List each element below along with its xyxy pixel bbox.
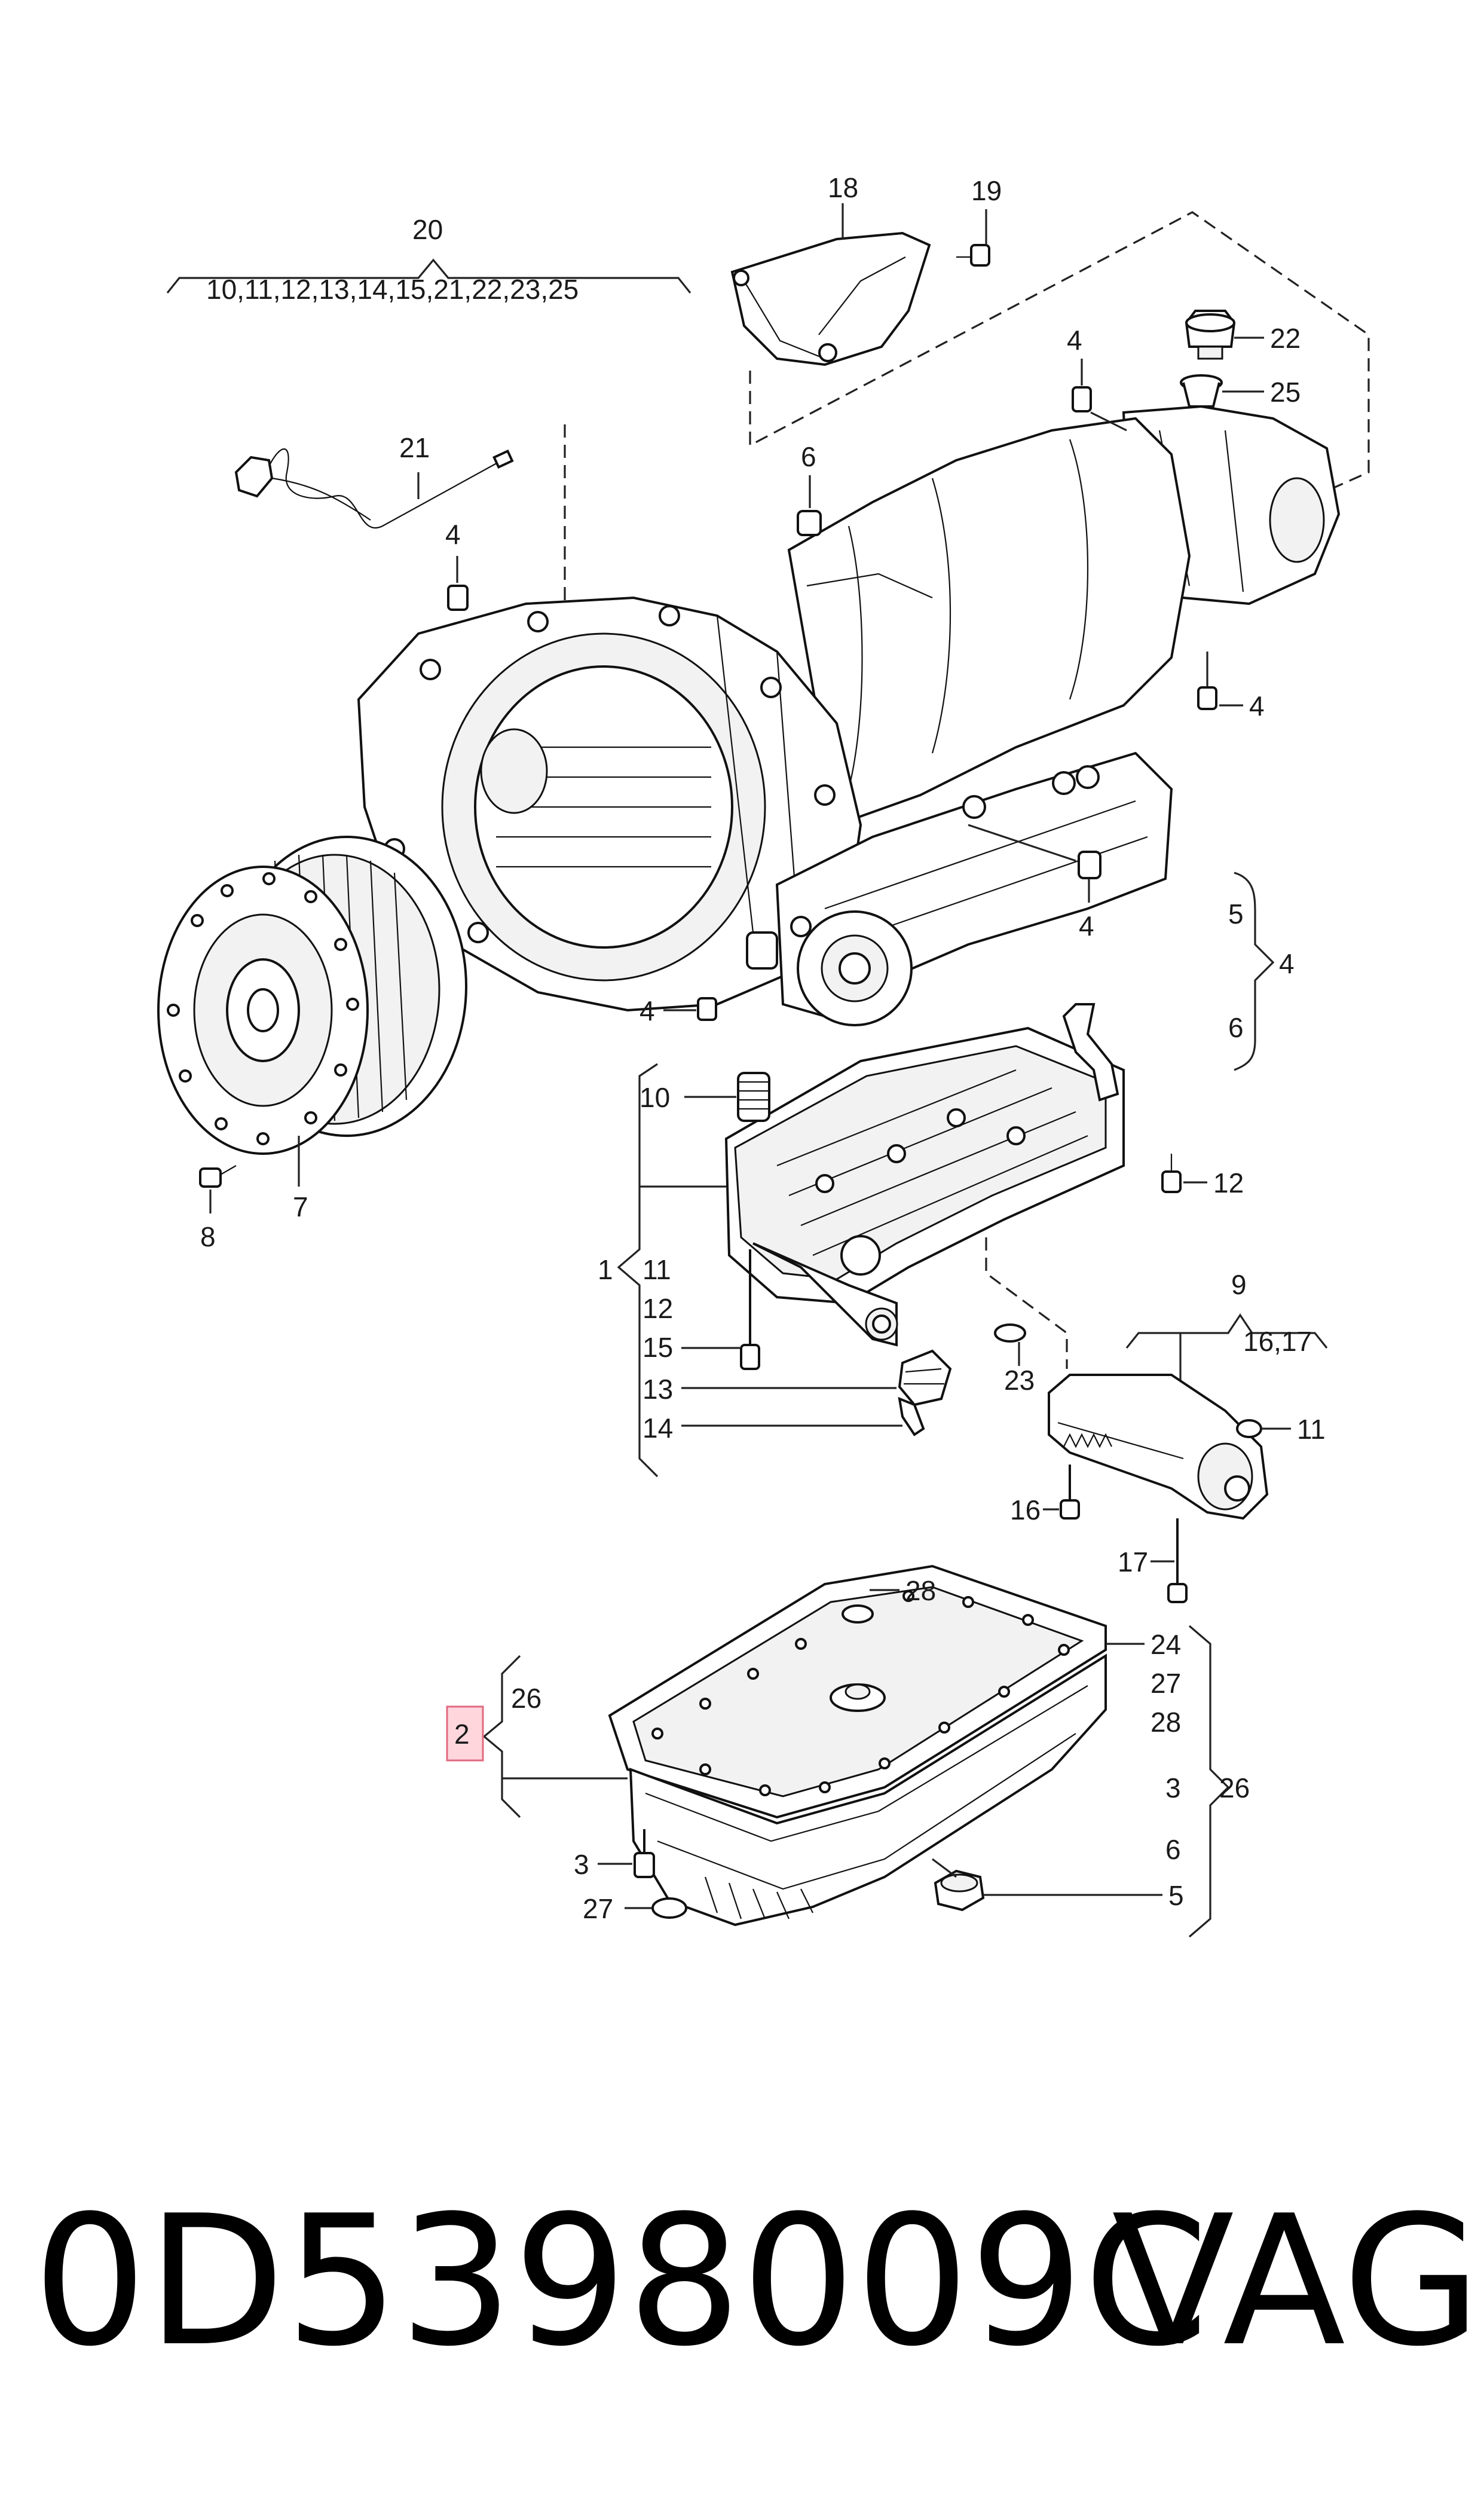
callout-16-17: 16,17 [1243, 1326, 1312, 1357]
o-ring-23 [994, 1323, 1026, 1343]
plug-6 [797, 475, 822, 536]
torque-converter-7 [157, 836, 467, 1155]
drain-plug-5 [934, 1869, 985, 1912]
brace-5-6 [1234, 872, 1275, 1071]
sleeve-13 [898, 1349, 952, 1407]
callout-2: 2 [454, 1719, 470, 1750]
callout-17: 17 [1118, 1546, 1148, 1578]
screw-14 [898, 1396, 925, 1436]
callout-4-left: 4 [445, 519, 461, 550]
wiring-harness-21 [234, 448, 514, 529]
plug-4-right [1197, 652, 1243, 710]
callout-9: 9 [1231, 1269, 1247, 1300]
bolt-8 [199, 1165, 237, 1188]
callout-5-brace: 5 [1228, 898, 1244, 930]
o-ring-11-right [1236, 1419, 1262, 1438]
callout-1: 1 [598, 1254, 613, 1285]
callout-4-bottom: 4 [640, 995, 655, 1026]
callout-22: 22 [1270, 323, 1301, 354]
callout-26-brace: 26 [1219, 1772, 1250, 1803]
plug-4-bottom [663, 997, 717, 1021]
callout-4-top: 4 [1067, 325, 1082, 356]
callout-5-pan: 5 [1168, 1880, 1184, 1911]
plug-4-mid [968, 824, 1101, 903]
callout-11-right: 11 [1297, 1414, 1326, 1445]
callout-23: 23 [1004, 1365, 1035, 1396]
callout-6-top: 6 [801, 441, 816, 472]
spring-10 [737, 1072, 770, 1122]
solenoid-unit-9 [1048, 1374, 1269, 1520]
callout-4-brace: 4 [1279, 948, 1295, 979]
callout-24: 24 [1151, 1629, 1181, 1660]
bolt-19 [956, 244, 990, 267]
bolt-3 [634, 1829, 655, 1878]
callout-4-right: 4 [1249, 690, 1265, 722]
brace-3-6 [1188, 1625, 1230, 1938]
o-ring-27 [651, 1897, 687, 1919]
callout-19: 19 [971, 175, 1002, 206]
callout-25: 25 [1270, 377, 1301, 408]
callout-26-left: 26 [511, 1683, 541, 1714]
callout-20: 20 [412, 214, 443, 245]
oil-pan-assembly [608, 1564, 1107, 1927]
callout-27-left: 27 [583, 1893, 613, 1924]
callout-20-list: 10,11,12,13,14,15,21,22,23,25 [206, 274, 579, 305]
callout-12-list: 12 [642, 1293, 673, 1324]
callout-4-mid: 4 [1079, 910, 1094, 941]
callout-11-list: 11 [642, 1254, 671, 1285]
bolt-15 [740, 1249, 760, 1370]
callout-16: 16 [1010, 1494, 1041, 1526]
callout-28-top: 28 [905, 1575, 936, 1606]
part-number: 0D5398009C [33, 2177, 1208, 2386]
callout-3-left: 3 [574, 1849, 589, 1880]
plug-4-left [447, 556, 469, 611]
callout-14: 14 [642, 1413, 673, 1444]
callout-12-right: 12 [1213, 1167, 1244, 1199]
bolt-17 [1167, 1518, 1188, 1603]
seal-25 [1180, 374, 1223, 408]
callout-6-pan: 6 [1165, 1834, 1181, 1865]
highlighted-item-box [446, 1705, 484, 1762]
bolt-12-right [1161, 1154, 1182, 1193]
callout-10: 10 [640, 1082, 670, 1113]
group-20-bracket [166, 258, 691, 294]
callout-3-brace: 3 [1165, 1772, 1181, 1803]
callout-18: 18 [828, 172, 858, 203]
group-9-bracket [1125, 1313, 1328, 1349]
gearbox-housing [357, 405, 1341, 1026]
brace-1 [617, 1063, 659, 1478]
callout-6-brace: 6 [1228, 1012, 1244, 1043]
brace-26 [482, 1655, 521, 1818]
valve-body-1 [724, 1003, 1125, 1347]
brand-label: VAG [1112, 2177, 1481, 2386]
callout-7: 7 [293, 1191, 308, 1222]
callout-13: 13 [642, 1374, 673, 1405]
screw-plug-22 [1185, 310, 1236, 360]
heat-shield-18 [730, 231, 931, 366]
callout-21: 21 [399, 432, 430, 463]
bolt-16 [1060, 1465, 1080, 1520]
plug-4-top [1072, 359, 1092, 412]
callout-27-right: 27 [1151, 1668, 1181, 1699]
seal-28-top [842, 1604, 874, 1624]
callout-28-right: 28 [1151, 1707, 1181, 1738]
callout-8: 8 [200, 1221, 216, 1252]
callout-15: 15 [642, 1332, 673, 1363]
